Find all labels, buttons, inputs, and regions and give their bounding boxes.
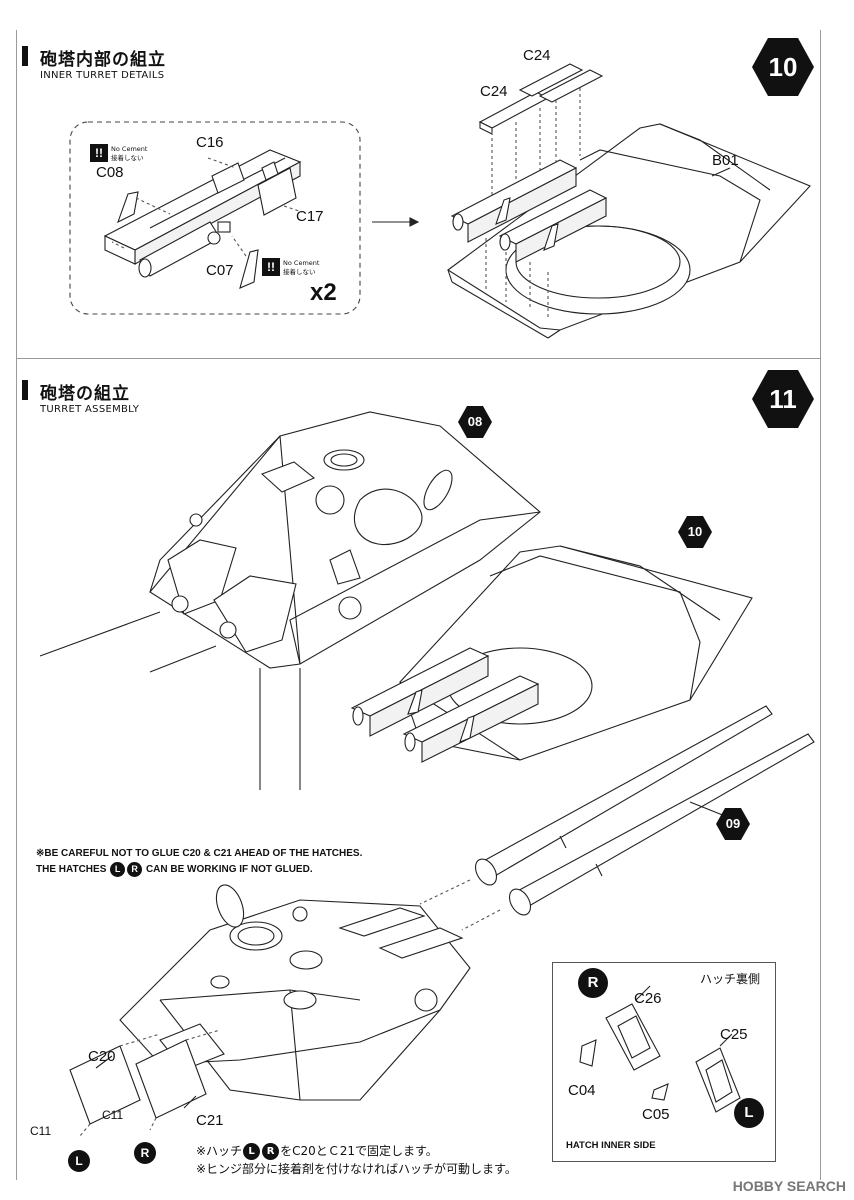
note-working-text: CAN BE WORKING IF NOT GLUED.	[145, 864, 313, 876]
part-label-c24-left: C24	[480, 83, 508, 100]
right-border	[820, 30, 821, 1180]
hatch-inner-title-jp: ハッチ裏側	[700, 972, 761, 986]
step11-badge: 11	[752, 370, 814, 428]
hatch-inner-side-panel	[552, 962, 776, 1162]
step10-title-jp: 砲塔内部の組立	[40, 50, 166, 70]
no-cement-warning-icon: !!	[90, 144, 108, 162]
ref-step09-badge: 09	[716, 808, 750, 840]
step10-drawings	[69, 63, 811, 339]
part-label-c11-a: C11	[30, 1124, 52, 1138]
step11-title-jp: 砲塔の組立	[40, 384, 130, 404]
part-label-c24-top: C24	[523, 47, 551, 64]
quantity-multiplier: x2	[310, 279, 337, 306]
ref-step09-number: 09	[725, 816, 741, 831]
no-cement-warning-icon-2: !!	[262, 258, 280, 276]
left-border	[16, 30, 17, 1180]
ref-step08-number: 08	[467, 414, 483, 429]
no-cement-jp-1: 接着しない	[111, 154, 144, 162]
part-label-c04: C04	[568, 1082, 596, 1099]
no-cement-en-2: No Cement	[283, 259, 320, 267]
left-hatch-badge-inline: L	[110, 862, 126, 877]
part-label-c20: C20	[88, 1048, 116, 1065]
step10-badge: 10	[752, 38, 814, 96]
watermark-logo: HOBBY SEARCH	[732, 1178, 846, 1194]
step11-number: 11	[769, 384, 797, 414]
jp-note-hatch-text: ※ハッチ	[196, 1144, 243, 1158]
glue-warning-note-line1: ※BE CAREFUL NOT TO GLUE C20 & C21 AHEAD …	[36, 848, 363, 859]
step11-title-bar	[22, 380, 28, 400]
note-hatches-text: THE HATCHES	[36, 864, 107, 876]
part-label-c08: C08	[96, 164, 124, 181]
jp-left-hatch-badge: L	[243, 1143, 261, 1160]
hatch-box-right-badge: R	[578, 968, 608, 998]
part-label-b01: B01	[712, 152, 739, 169]
part-label-c05: C05	[642, 1106, 670, 1123]
part-label-c17: C17	[296, 208, 324, 225]
no-cement-note-1: No Cement 接着しない	[111, 145, 147, 163]
part-label-c26: C26	[634, 990, 662, 1007]
part-label-c25: C25	[720, 1026, 748, 1043]
no-cement-note-2: No Cement 接着しない	[283, 259, 319, 277]
no-cement-jp-2: 接着しない	[283, 268, 316, 276]
right-hatch-badge: R	[134, 1142, 156, 1164]
ref-step08-badge: 08	[458, 406, 492, 438]
step11-title-en: TURRET ASSEMBLY	[40, 404, 140, 415]
part-label-c16: C16	[196, 134, 224, 151]
left-hatch-badge: L	[68, 1150, 90, 1172]
jp-note-line2: ※ヒンジ部分に接着剤を付けなければハッチが可動します。	[196, 1162, 517, 1176]
step10-title-bar	[22, 46, 28, 66]
ref-step10-badge: 10	[678, 516, 712, 548]
jp-right-hatch-badge: R	[262, 1143, 280, 1160]
part-label-c11-b: C11	[102, 1108, 124, 1122]
jp-note-fix-text: をC20とＣ21で固定します。	[280, 1144, 438, 1158]
no-cement-en-1: No Cement	[111, 145, 148, 153]
hatch-box-left-badge: L	[734, 1098, 764, 1128]
part-label-c21: C21	[196, 1112, 224, 1129]
step10-title-en: INNER TURRET DETAILS	[40, 70, 165, 81]
right-hatch-badge-inline: R	[127, 862, 143, 877]
hatch-inner-title-en: HATCH INNER SIDE	[566, 1140, 656, 1151]
ref-step10-number: 10	[687, 524, 703, 539]
step10-number: 10	[768, 52, 798, 82]
part-label-c07: C07	[206, 262, 234, 279]
section-divider	[16, 358, 821, 359]
